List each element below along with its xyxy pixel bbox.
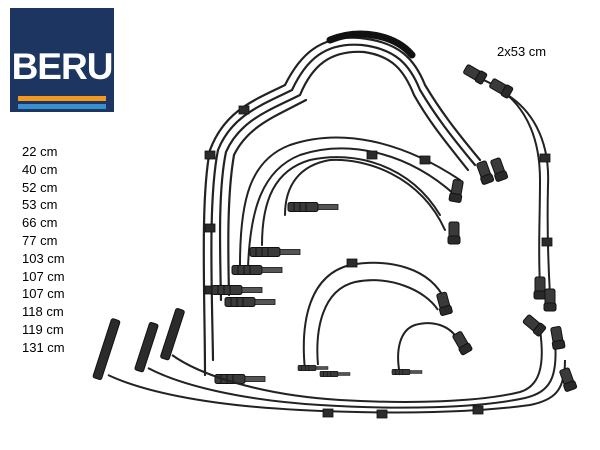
logo-text: BERU: [11, 46, 114, 87]
length-item: 53 cm: [22, 197, 58, 213]
lower-middle-cables: [302, 261, 459, 376]
pair-cables: [469, 74, 551, 296]
length-item: 107 cm: [22, 286, 65, 302]
long-bottom-cables: [107, 329, 566, 414]
lower-middle-plugs: [297, 258, 474, 378]
length-item: 22 cm: [22, 144, 58, 159]
loom-sleeve: [326, 30, 416, 59]
logo-orange-stripe: [18, 96, 106, 101]
length-item: 66 cm: [22, 215, 58, 231]
length-item: 40 cm: [22, 161, 58, 177]
long-bottom-cable-ends: [92, 308, 578, 419]
length-item: 131 cm: [22, 339, 65, 355]
cable-length-list: 22 cm 40 cm 52 cm 53 cm 66 cm 77 cm 103 …: [22, 143, 65, 357]
main-loom-harness: [202, 36, 482, 377]
length-item: 107 cm: [22, 268, 65, 284]
logo-blue-stripe: [18, 104, 106, 109]
length-item: 118 cm: [22, 304, 64, 320]
length-item: 52 cm: [22, 179, 58, 195]
middle-cable-bundle: [239, 136, 461, 269]
length-item: 103 cm: [22, 250, 65, 266]
length-item: 77 cm: [22, 232, 58, 248]
pair-cable-ends: [461, 62, 557, 312]
upper-right-angled-plugs: [447, 156, 509, 245]
center-spark-plug-boots: [211, 202, 339, 384]
length-item: 119 cm: [22, 321, 64, 337]
beru-logo: BERU: [10, 8, 114, 112]
pair-cable-label: 2x53 cm: [497, 44, 547, 59]
